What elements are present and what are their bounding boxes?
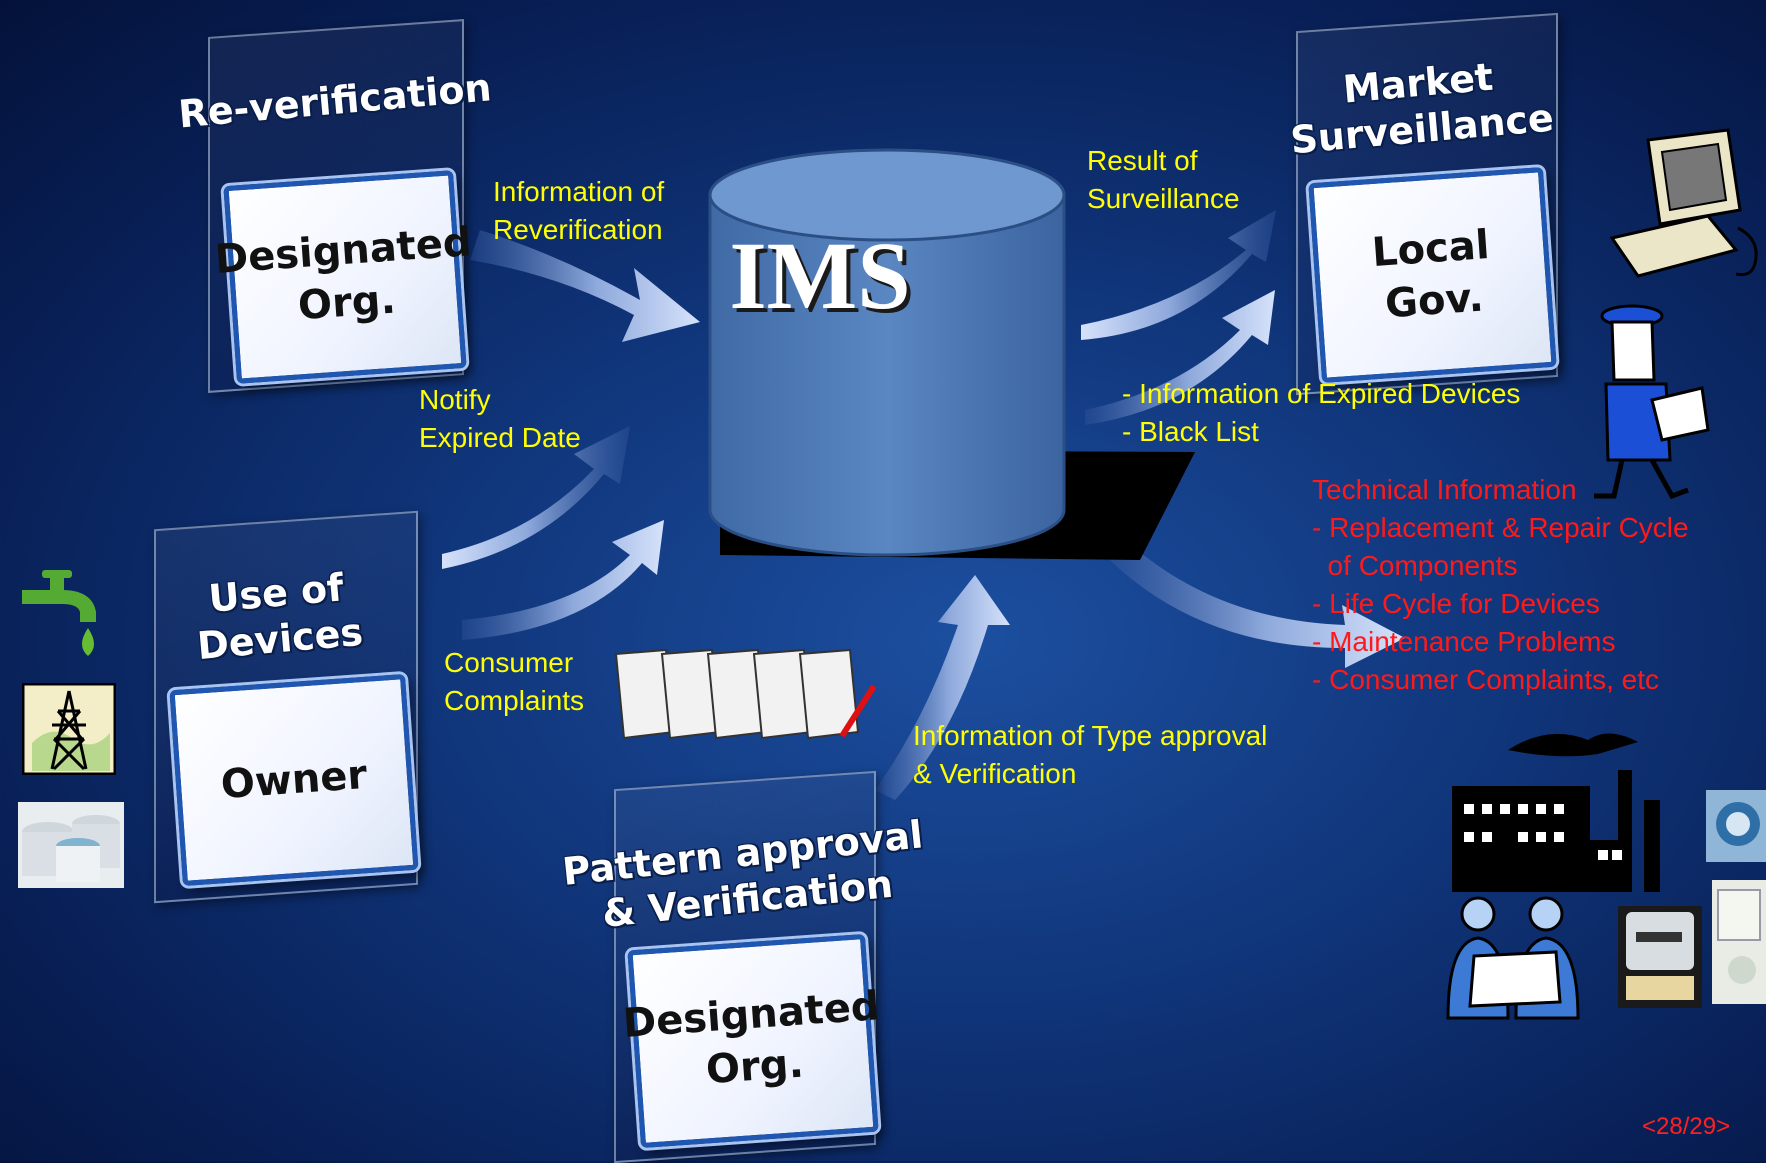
electric-meter-icon — [1618, 906, 1702, 1008]
storage-tank-icon — [18, 802, 124, 888]
engineers-icon — [1446, 896, 1580, 1020]
arrow-ims-to-use — [442, 426, 630, 569]
market-card-label: Local Gov. — [1370, 222, 1491, 328]
reverification-card: Designated Org. — [213, 170, 473, 384]
gas-meter-icon — [1712, 880, 1766, 1004]
ims-label: IMS — [729, 222, 911, 329]
arrow-reverification-to-ims — [470, 230, 700, 342]
arrow-use-to-ims — [462, 520, 664, 640]
power-tower-icon — [22, 683, 116, 775]
consumer-complaints-label: Consumer Complaints — [444, 647, 585, 716]
inspector-icon — [1594, 304, 1710, 500]
use-title: Use of Devices — [195, 565, 365, 669]
faucet-icon — [22, 570, 96, 656]
technical-info-label: Technical Information - Replacement & Re… — [1312, 474, 1689, 695]
factory-icon — [1452, 733, 1660, 892]
arrow-market-to-ims — [1081, 210, 1276, 340]
arrow-ims-to-market — [1085, 290, 1275, 425]
use-card: Owner — [169, 674, 419, 886]
type-approval-label: Information of Type approval & Verificat… — [913, 720, 1268, 789]
reverification-card-label: Designated Org. — [213, 219, 473, 330]
ims-database-cylinder — [708, 148, 1195, 560]
notify-expired-label: Notify Expired Date — [419, 384, 581, 453]
complaint-documents-icon — [614, 648, 877, 740]
info-reverification-label: Information of Reverification — [493, 176, 665, 245]
pattern-card: Designated Org. — [621, 933, 881, 1149]
use-card-label: Owner — [219, 751, 369, 809]
arrow-pattern-to-ims — [875, 575, 1010, 800]
result-surveillance-label: Result of Surveillance — [1087, 145, 1240, 214]
arrow-ims-to-technical — [1095, 520, 1405, 668]
page-number: <28/29> — [1642, 1113, 1731, 1140]
computer-icon — [1609, 128, 1758, 278]
water-meter-icon — [1706, 790, 1766, 862]
market-card: Local Gov. — [1308, 167, 1557, 383]
pattern-card-label: Designated Org. — [621, 983, 881, 1094]
expired-devices-label: - Information of Expired Devices - Black… — [1122, 378, 1521, 447]
